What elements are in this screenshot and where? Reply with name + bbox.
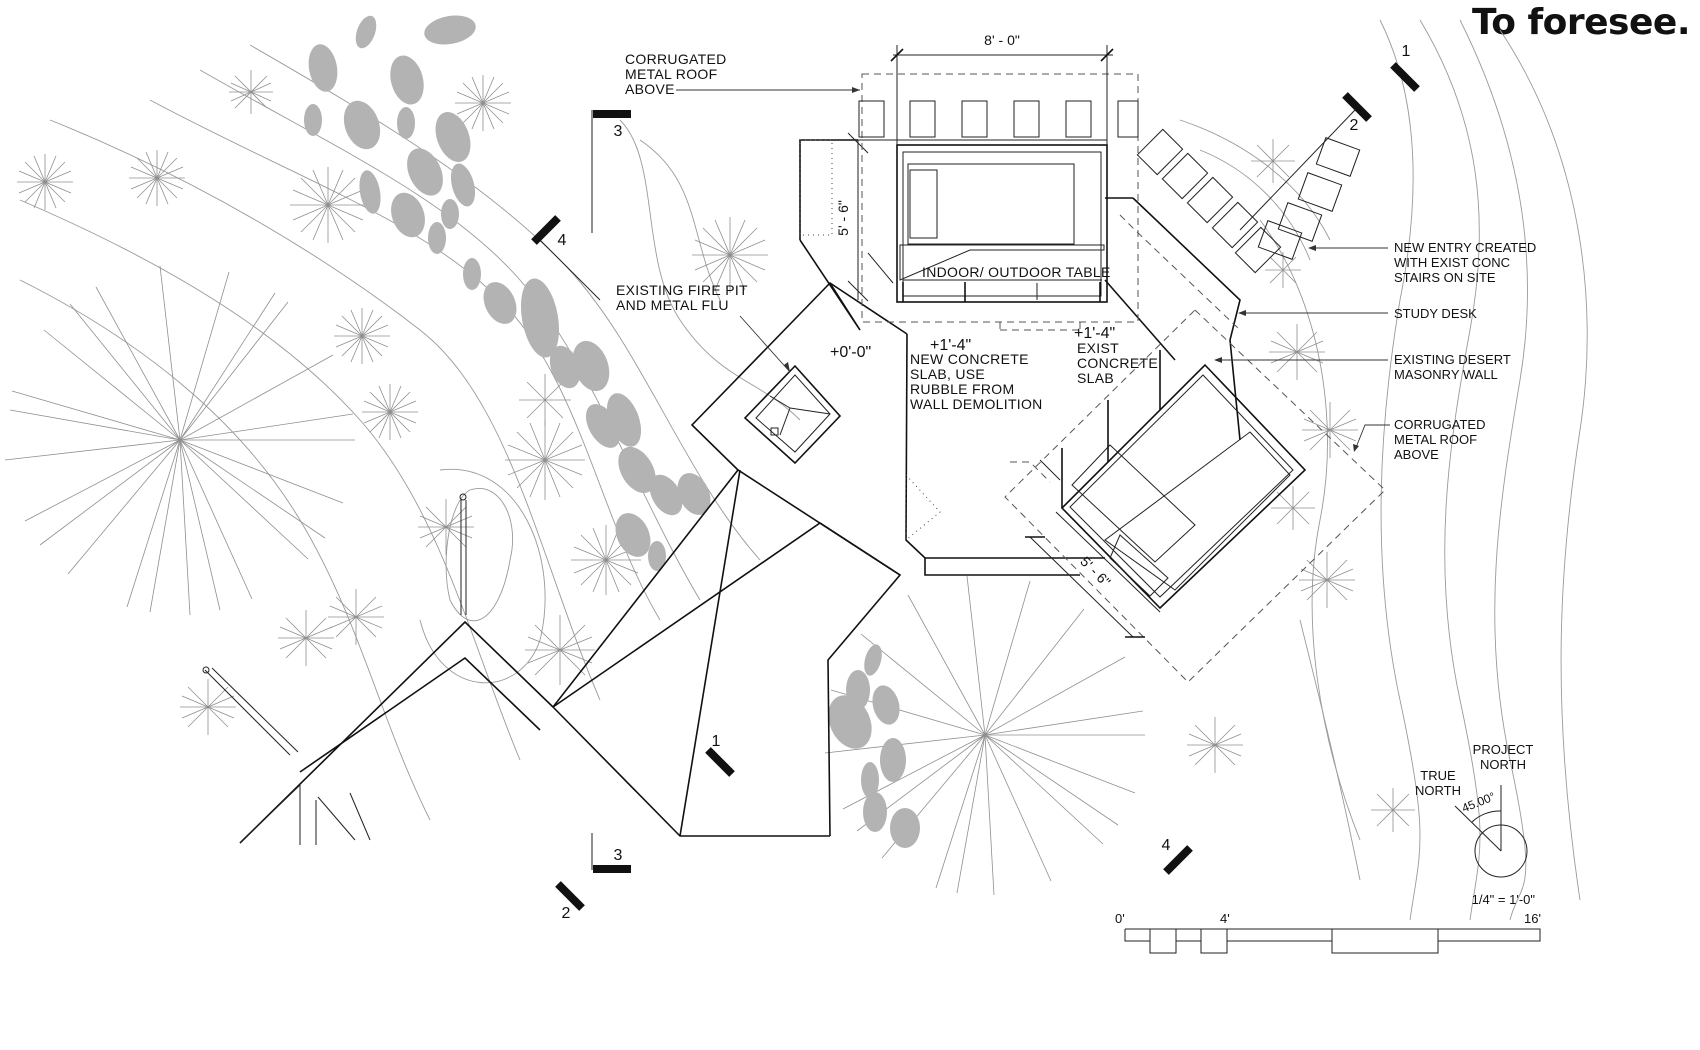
label-roof-right-1: CORRUGATED [1394,417,1485,432]
scale-bar: 1/4" = 1'-0" 0' 4' 16' [1115,892,1541,954]
pavers-top [858,100,1139,138]
section-1-bottom: 1 [712,733,721,750]
label-true-north-1: TRUE [1420,768,1456,783]
boulders [304,15,920,848]
contour-lines [19,19,1588,921]
label-new-entry-1: NEW ENTRY CREATED [1394,240,1536,255]
label-new-entry-2: WITH EXIST CONC [1394,255,1510,270]
label-roof-top-1: CORRUGATED [625,51,727,67]
section-markers: 1 2 3 4 1 2 3 4 [531,43,1420,922]
label-fire-pit-2: AND METAL FLU [616,297,729,313]
concrete-slab [799,139,1241,576]
label-project-north-1: PROJECT [1473,742,1534,757]
label-true-north-2: NORTH [1415,783,1461,798]
section-4-top-bar [531,215,561,245]
north-arrow: PROJECT NORTH TRUE NORTH 45.00° [1415,742,1534,878]
tree-large [4,265,355,616]
roof-outline-right [1004,214,1386,683]
section-4-top: 4 [558,232,567,249]
section-1-bottom-bar [705,747,735,777]
existing-house [202,110,908,870]
label-new-entry-3: STAIRS ON SITE [1394,270,1496,285]
roof-outline-top [861,73,1139,331]
section-2-top-bar [1342,92,1372,122]
label-project-north-2: NORTH [1480,757,1526,772]
section-3-top-bar [593,110,631,118]
entry-stairs [1136,128,1361,274]
label-table: INDOOR/ OUTDOOR TABLE [922,264,1111,280]
tree-lower-center [824,575,1145,896]
label-roof-right-2: METAL ROOF [1394,432,1477,447]
section-3-top: 3 [614,123,623,140]
label-roof-top-2: METAL ROOF [625,66,717,82]
level-exist-slab: +1'-4" [1074,325,1115,342]
label-roof-top-3: ABOVE [625,81,675,97]
scale-tick-4: 4' [1220,911,1230,926]
leader-lines [676,87,1390,452]
label-roof-right-3: ABOVE [1394,447,1439,462]
level-ground: +0'-0" [830,344,871,361]
section-1-top: 1 [1402,43,1411,60]
label-exist-slab-1: EXIST [1077,340,1119,356]
label-new-slab-2: SLAB, USE [910,366,985,382]
label-masonry-wall-2: MASONRY WALL [1394,367,1498,382]
label-new-slab-4: WALL DEMOLITION [910,396,1043,412]
label-exist-slab-2: CONCRETE [1077,355,1158,371]
rotated-pavilion [1039,350,1307,613]
label-masonry-wall-1: EXISTING DESERT [1394,352,1511,367]
section-2-top: 2 [1350,117,1359,134]
section-4-bottom-bar [1163,845,1193,875]
label-exist-slab-3: SLAB [1077,370,1114,386]
section-1-top-bar [1390,62,1420,92]
scale-tick-0: 0' [1115,911,1125,926]
section-3-bottom: 3 [614,847,623,864]
brand-logo: To foresee. [1471,2,1691,43]
scale-tick-16: 16' [1524,911,1541,926]
shrubs [17,70,1415,832]
section-4-bottom: 4 [1162,837,1171,854]
label-new-slab-1: NEW CONCRETE [910,351,1029,367]
label-study-desk: STUDY DESK [1394,306,1477,321]
section-2-bottom-bar [555,881,585,911]
scale-ratio: 1/4" = 1'-0" [1472,892,1536,907]
section-2-bottom: 2 [562,905,571,922]
dim-left-depth: 5' - 6" [835,200,851,236]
dim-top-width: 8' - 0" [984,32,1020,48]
label-fire-pit-1: EXISTING FIRE PIT [616,282,748,298]
annotations: CORRUGATED METAL ROOF ABOVE EXISTING FIR… [616,51,1536,462]
label-new-slab-3: RUBBLE FROM [910,381,1014,397]
level-new-slab: +1'-4" [930,337,971,354]
fire-pit [743,364,842,465]
section-3-bottom-bar [593,865,631,873]
